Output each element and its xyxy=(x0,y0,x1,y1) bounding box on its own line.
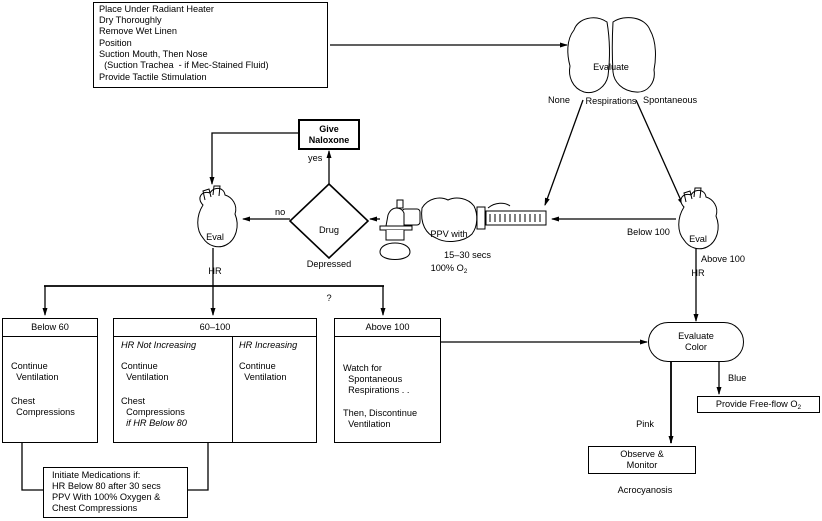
heart-icon-right xyxy=(678,187,719,250)
below-60-line1: Continue xyxy=(11,361,48,371)
not-increasing-line5: Compressions xyxy=(121,407,185,417)
not-increasing-line2: Ventilation xyxy=(121,372,169,382)
evaluate-color-line1: Evaluate xyxy=(678,331,714,341)
below-60-line5: Compressions xyxy=(11,407,75,417)
arrow-spontaneous-to-eval-hr xyxy=(635,99,684,206)
above-100-header: Above 100 xyxy=(335,319,440,337)
initial-step-4: Position xyxy=(99,38,132,48)
evaluate-color-node: Evaluate Color xyxy=(648,322,744,362)
ppv-line2-text: 100% O xyxy=(430,263,464,274)
heart-icon-left xyxy=(197,185,238,248)
yes-label: yes xyxy=(308,153,323,163)
above-100-line6: Ventilation xyxy=(343,419,391,429)
range-60-100-box: 60–100 HR Not Increasing Continue Ventil… xyxy=(113,318,317,443)
give-naloxone-line2: Naloxone xyxy=(308,135,350,145)
medications-line4: Chest Compressions xyxy=(52,503,138,513)
below-60-line4: Chest xyxy=(11,396,36,406)
evaluate-respirations-line2: Respirations xyxy=(585,96,637,107)
evaluate-respirations-line1: Evaluate xyxy=(593,62,629,73)
eval-hr-right-label: Eval HR xyxy=(683,212,713,290)
observe-line2: Monitor xyxy=(626,460,658,470)
ppv-line1: PPV with xyxy=(430,229,468,240)
arrow-naloxone-to-eval-hr xyxy=(209,132,298,185)
initial-step-6: (Suction Trachea - if Mec-Stained Fluid) xyxy=(99,60,269,70)
below-60-box: Below 60 Continue Ventilation Chest Comp… xyxy=(2,318,98,443)
ppv-line2: 100% O2 xyxy=(426,263,472,277)
not-increasing-line4: Chest xyxy=(121,396,146,406)
medications-line1: Initiate Medications if: xyxy=(52,470,141,480)
eval-hr-right-line1: Eval xyxy=(689,234,707,245)
observe-line1: Observe & xyxy=(620,449,664,459)
give-naloxone-line1: Give xyxy=(319,124,339,134)
above-100-line3: Respirations . . xyxy=(343,385,410,395)
above-100-line1: Watch for xyxy=(343,363,382,373)
eval-hr-left-line1: Eval xyxy=(206,232,224,243)
eval-hr-right-line2: HR xyxy=(691,268,705,279)
lungs-icon xyxy=(567,17,656,94)
increasing-line2: Ventilation xyxy=(239,372,287,382)
medications-line2: HR Below 80 after 30 secs xyxy=(52,481,161,491)
below-60-line2: Ventilation xyxy=(11,372,59,382)
medications-box: Initiate Medications if: HR Below 80 aft… xyxy=(43,467,188,518)
free-flow-label: Provide Free-flow O2 xyxy=(698,399,819,413)
eval-hr-left-line2: HR xyxy=(208,266,222,277)
pink-line3: Acrocyanosis xyxy=(617,485,673,495)
blue-label: Blue xyxy=(728,373,747,383)
above-100-box: Above 100 Watch for Spontaneous Respirat… xyxy=(334,318,441,443)
drug-depressed-label: Drug Depressed ? xyxy=(299,203,359,315)
evaluate-color-line2: Color xyxy=(685,342,707,352)
increasing-line1: Continue xyxy=(239,361,276,371)
hr-not-increasing-title: HR Not Increasing xyxy=(121,340,197,350)
initial-step-5: Suction Mouth, Then Nose xyxy=(99,49,208,59)
drug-depressed-diamond xyxy=(288,182,370,260)
give-naloxone-box: Give Naloxone xyxy=(298,119,360,150)
range-60-100-divider xyxy=(232,336,233,442)
medications-line3: PPV With 100% Oxygen & xyxy=(52,492,161,502)
free-flow-sub: 2 xyxy=(797,404,802,411)
arrow-none-to-ppv xyxy=(544,99,584,206)
not-increasing-condition: if HR Below 80 xyxy=(121,418,187,428)
initial-steps-box: Place Under Radiant Heater Dry Thoroughl… xyxy=(93,2,328,88)
initial-step-1: Place Under Radiant Heater xyxy=(99,4,214,14)
no-label: no xyxy=(275,207,286,217)
ppv-line2-sub: 2 xyxy=(463,268,468,276)
line-below60-to-meds xyxy=(21,442,43,491)
ppv-label: PPV with 100% O2 xyxy=(426,207,472,288)
line-60-100-to-meds xyxy=(187,442,209,491)
bag-valve-mask-icon xyxy=(379,197,547,260)
drug-depressed-line3: ? xyxy=(326,292,332,303)
pink-line1: Pink xyxy=(636,419,654,429)
above-100-label: Above 100 xyxy=(701,254,745,264)
free-flow-text: Provide Free-flow O xyxy=(715,399,798,409)
initial-step-3: Remove Wet Linen xyxy=(99,26,177,36)
hr-increasing-title: HR Increasing xyxy=(239,340,298,350)
evaluate-respirations-label: Evaluate Respirations xyxy=(578,40,644,118)
below-60-header: Below 60 xyxy=(3,319,97,337)
above-100-line5: Then, Discontinue xyxy=(343,408,418,418)
range-60-100-header: 60–100 xyxy=(114,319,316,337)
below-100-label: Below 100 xyxy=(627,227,670,237)
branch-none-label: None xyxy=(548,95,570,105)
above-100-line2: Spontaneous xyxy=(343,374,403,384)
initial-step-2: Dry Thoroughly xyxy=(99,15,162,25)
drug-depressed-line1: Drug xyxy=(319,225,339,236)
free-flow-box: Provide Free-flow O2 xyxy=(697,396,820,413)
initial-step-7: Provide Tactile Stimulation xyxy=(99,72,207,82)
ppv-duration-label: 15–30 secs xyxy=(444,250,491,260)
drug-depressed-line2: Depressed xyxy=(306,259,352,270)
eval-hr-left-label: Eval HR xyxy=(200,210,230,288)
observe-monitor-box: Observe & Monitor xyxy=(588,446,696,474)
not-increasing-line1: Continue xyxy=(121,361,158,371)
branch-spontaneous-label: Spontaneous xyxy=(643,95,698,105)
